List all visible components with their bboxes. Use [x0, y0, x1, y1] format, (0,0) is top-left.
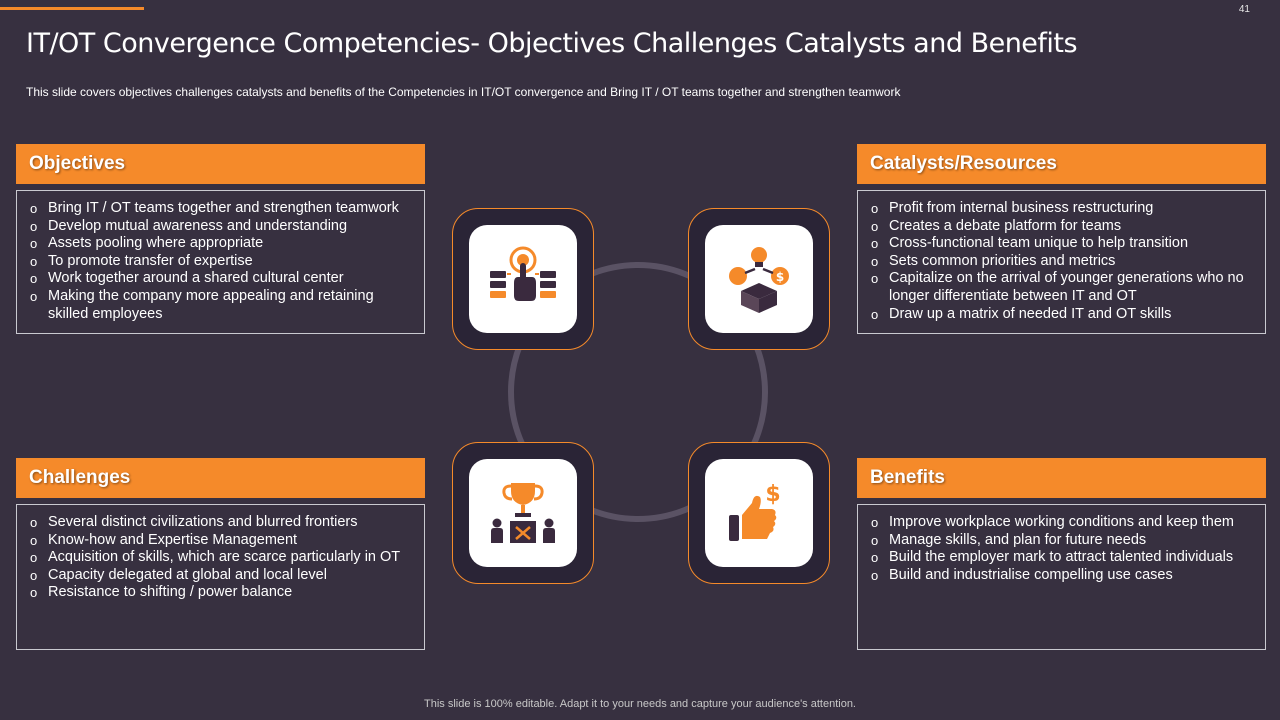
bullet-marker: o [30, 236, 38, 252]
bullet-marker: o [30, 585, 38, 601]
list-item: o Profit from internal business restructu… [871, 200, 1253, 218]
footer-note: This slide is 100% editable. Adapt it to… [424, 698, 856, 710]
page-number: 41 [1238, 4, 1250, 15]
objectives-heading: Objectives [16, 144, 425, 184]
objectives-box: o Bring IT / OT teams together and streng… [16, 190, 425, 334]
bullet-marker: o [871, 550, 879, 566]
list-item: o Resistance to shifting / power balance [30, 584, 412, 602]
bullet-marker: o [30, 288, 38, 304]
list-item-text: Capitalize on the arrival of younger gen… [889, 270, 1244, 304]
list-item-text: Several distinct civilizations and blurr… [48, 514, 358, 530]
objectives-tile-inner [469, 225, 577, 333]
benefits-tile-inner: $ [705, 459, 813, 567]
list-item: o Capitalize on the arrival of younger ge… [871, 270, 1253, 305]
challenges-heading: Challenges [16, 458, 425, 498]
money-idea-box-icon: $ [729, 247, 789, 313]
list-item: o Draw up a matrix of needed IT and OT sk… [871, 306, 1253, 324]
list-item-text: To promote transfer of expertise [48, 252, 253, 269]
list-item-text: Sets common priorities and metrics [889, 252, 1116, 269]
catalysts-heading: Catalysts/Resources [857, 144, 1266, 184]
list-item-text: Know-how and Expertise Management [48, 531, 298, 548]
list-item-text: Build and industrialise compelling use c… [889, 566, 1173, 583]
bullet-marker: o [871, 218, 879, 234]
list-item-text: Build the employer mark to attract talen… [889, 549, 1234, 566]
list-item-text: Bring IT / OT teams together and strengt… [48, 200, 399, 216]
list-item-text: Creates a debate platform for teams [889, 217, 1122, 234]
bullet-marker: o [871, 306, 879, 322]
list-item: o Build and industrialise compelling use … [871, 567, 1253, 585]
list-item: o Build the employer mark to attract tale… [871, 549, 1253, 567]
objectives-list: o Bring IT / OT teams together and streng… [30, 200, 412, 323]
list-item: o Manage skills, and plan for future need… [871, 532, 1253, 550]
benefits-section: Benefits o Improve workplace working cond… [857, 458, 1266, 650]
list-item-text: Acquisition of skills, which are scarce … [48, 549, 401, 566]
benefits-list: o Improve workplace working conditions an… [871, 514, 1253, 584]
challenges-list: o Several distinct civilizations and blur… [30, 514, 412, 602]
list-item: o Develop mutual awareness and understand… [30, 218, 412, 236]
bullet-marker: o [30, 567, 38, 583]
accent-bar [0, 7, 144, 10]
list-item-text: Profit from internal business restructur… [889, 200, 1154, 216]
benefits-heading: Benefits [857, 458, 1266, 498]
list-item: o Improve workplace working conditions an… [871, 514, 1253, 532]
list-item-text: Resistance to shifting / power balance [48, 584, 293, 601]
list-item: o Know-how and Expertise Management [30, 532, 412, 550]
list-item-text: Capacity delegated at global and local l… [48, 566, 327, 583]
list-item: o Bring IT / OT teams together and streng… [30, 200, 412, 218]
list-item-text: Assets pooling where appropriate [48, 235, 264, 252]
center-ring [508, 262, 768, 522]
list-item: o Making the company more appealing and r… [30, 288, 412, 323]
bullet-marker: o [30, 532, 38, 548]
catalysts-box: o Profit from internal business restructu… [857, 190, 1266, 334]
list-item-text: Manage skills, and plan for future needs [889, 531, 1147, 548]
catalysts-tile: $ [688, 208, 830, 350]
bullet-marker: o [30, 201, 38, 216]
challenges-section: Challenges o Several distinct civilizatio… [16, 458, 425, 650]
list-item-text: Develop mutual awareness and understandi… [48, 217, 348, 234]
svg-text:$: $ [765, 482, 780, 507]
objectives-section: Objectives o Bring IT / OT teams together… [16, 144, 425, 334]
thumbs-up-dollar-icon: $ [729, 482, 781, 541]
bullet-marker: o [871, 567, 879, 583]
list-item: o Sets common priorities and metrics [871, 253, 1253, 271]
list-item: o Several distinct civilizations and blur… [30, 514, 412, 532]
list-item: o Acquisition of skills, which are scarce… [30, 549, 412, 567]
catalysts-section: Catalysts/Resources o Profit from interna… [857, 144, 1266, 334]
challenges-tile [452, 442, 594, 584]
list-item-text: Improve workplace working conditions and… [889, 514, 1234, 530]
bullet-marker: o [30, 218, 38, 234]
list-item: o Assets pooling where appropriate [30, 235, 412, 253]
list-item: o To promote transfer of expertise [30, 253, 412, 271]
catalysts-tile-inner: $ [705, 225, 813, 333]
slide-subtitle: This slide covers objectives challenges … [26, 85, 901, 99]
bullet-marker: o [871, 236, 879, 252]
bullet-marker: o [30, 271, 38, 287]
challenges-tile-inner [469, 459, 577, 567]
list-item-text: Work together around a shared cultural c… [48, 270, 344, 287]
list-item-text: Making the company more appealing and re… [48, 287, 374, 322]
bullet-marker: o [871, 515, 879, 530]
bullet-marker: o [871, 271, 879, 287]
slide-title: IT/OT Convergence Competencies- Objectiv… [26, 28, 1078, 59]
svg-text:$: $ [776, 270, 784, 284]
list-item-text: Cross-functional team unique to help tra… [889, 235, 1189, 252]
list-item: o Cross-functional team unique to help tr… [871, 235, 1253, 253]
list-item: o Creates a debate platform for teams [871, 218, 1253, 236]
challenges-box: o Several distinct civilizations and blur… [16, 504, 425, 650]
list-item-text: Draw up a matrix of needed IT and OT ski… [889, 305, 1172, 322]
benefits-box: o Improve workplace working conditions an… [857, 504, 1266, 650]
bullet-marker: o [871, 253, 879, 269]
bullet-marker: o [30, 253, 38, 269]
catalysts-list: o Profit from internal business restructu… [871, 200, 1253, 323]
bullet-marker: o [871, 532, 879, 548]
benefits-tile: $ [688, 442, 830, 584]
list-item: o Work together around a shared cultural … [30, 270, 412, 288]
bullet-marker: o [30, 515, 38, 530]
touch-servers-icon [490, 246, 556, 301]
objectives-tile [452, 208, 594, 350]
bullet-marker: o [30, 550, 38, 566]
trophy-team-icon [491, 483, 555, 543]
bullet-marker: o [871, 201, 879, 216]
list-item: o Capacity delegated at global and local … [30, 567, 412, 585]
